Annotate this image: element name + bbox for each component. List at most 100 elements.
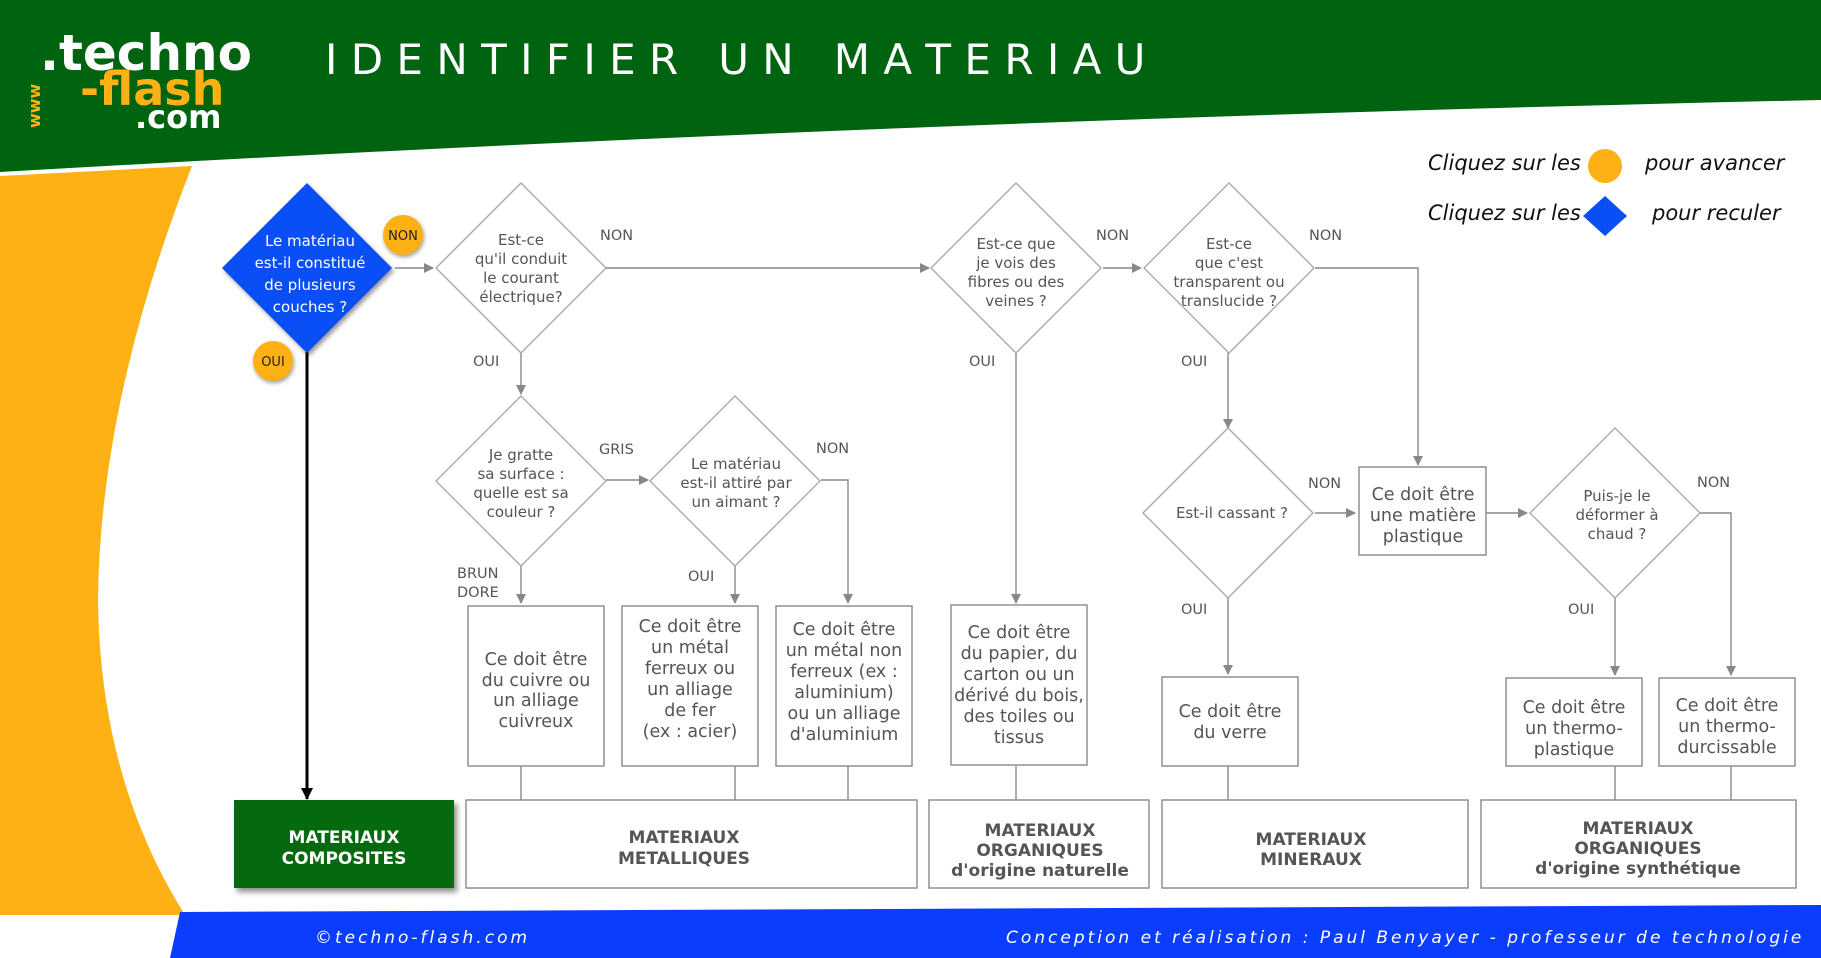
q-conduit-line-4: électrique? [479,288,562,306]
cat-composites-line-1: MATERIAUX [289,828,400,848]
res-papier-line-3: carton ou un [963,665,1074,685]
res-ferreux-line-2: un métal [651,638,729,658]
cat-orgsyn-line-1: MATERIAUX [1583,819,1694,839]
res-papier-line-6: tissus [994,728,1044,748]
q-gratte-line-1: Je gratte [488,446,553,464]
label-non-aimant: NON [816,441,849,457]
q-transparent-line-1: Est-ce [1206,235,1252,253]
res-cuivre-line-4: cuivreux [499,712,574,732]
start-line-1: Le matériau [265,232,355,250]
label-oui-transparent: OUI [1181,354,1207,370]
legend-forward-prefix: Cliquez sur les [1428,151,1581,175]
label-non-deformer: NON [1697,475,1730,491]
q-gratte-line-3: quelle est sa [473,484,568,502]
legend-back-prefix: Cliquez sur les [1428,201,1581,225]
footer-credit: Conception et réalisation : Paul Benyaye… [1006,928,1804,948]
q-transparent-line-4: translucide ? [1181,292,1277,310]
q-transparent-line-3: transparent ou [1173,273,1284,291]
label-gris: GRIS [599,442,634,458]
question-aimant: Le matériau est-il attiré par un aimant … [649,395,821,567]
cat-orgnat-line-3: d'origine naturelle [951,861,1129,881]
label-oui-deformer: OUI [1568,602,1594,618]
label-oui-aimant: OUI [688,569,714,585]
question-gratte: Je gratte sa surface : quelle est sa cou… [435,395,607,567]
orange-side-band [0,166,192,915]
forward-circle-icon [1588,149,1622,183]
cat-orgnat-line-2: ORGANIQUES [976,841,1103,861]
start-line-4: couches ? [273,298,347,316]
label-dore: DORE [457,585,499,601]
q-deformer-line-2: déformer à [1575,506,1658,524]
logo-flash: -flash [80,62,224,116]
non-button[interactable]: NON [383,215,423,255]
start-question-diamond[interactable]: Le matériau est-il constitué de plusieur… [222,183,392,353]
res-papier-line-5: des toiles ou [963,707,1074,727]
cat-metalliques-line-2: METALLIQUES [618,849,750,869]
res-ferreux-line-4: un alliage [647,680,733,700]
res-thermoplastique-line-1: Ce doit être [1523,698,1626,718]
cat-metalliques-line-1: MATERIAUX [629,828,740,848]
oui-button[interactable]: OUI [253,341,293,381]
logo-techno: .techno [40,24,252,82]
res-cuivre-line-1: Ce doit être [485,650,588,670]
logo-com: .com [135,98,221,136]
q-transparent-line-2: que c'est [1195,254,1263,272]
res-thermoplastique-line-2: un thermo- [1525,719,1623,739]
res-plastique-line-2: une matière [1370,506,1476,526]
res-papier-line-2: du papier, du [961,644,1078,664]
res-cuivre-line-3: un alliage [493,691,579,711]
label-brun: BRUN [457,566,498,582]
q-fibres-line-4: veines ? [985,292,1047,310]
result-thermodurcissable: Ce doit être un thermo- durcissable [1658,677,1796,767]
res-verre-line-1: Ce doit être [1179,702,1282,722]
res-thermodurcissable-line-3: durcissable [1677,738,1776,758]
legend-forward-suffix: pour avancer [1644,151,1786,175]
q-fibres-line-3: fibres ou des [968,273,1065,291]
q-gratte-line-2: sa surface : [477,465,564,483]
logo: .techno -flash .com www [25,24,252,136]
header-band [0,0,1821,172]
q-gratte-line-4: couleur ? [487,503,556,521]
res-nonferreux-line-2: un métal non [786,641,902,661]
result-ferreux: Ce doit être un métal ferreux ou un alli… [621,605,759,767]
label-non-conduit: NON [600,228,633,244]
res-verre-line-2: du verre [1193,723,1266,743]
label-non-cassant: NON [1308,476,1341,492]
category-mineraux: MATERIAUX MINERAUX [1161,799,1469,889]
res-cuivre-line-2: du cuivre ou [482,671,591,691]
question-conduit: Est-ce qu'il conduit le courant électriq… [435,182,607,354]
res-plastique-line-1: Ce doit être [1372,485,1475,505]
q-conduit-line-3: le courant [483,269,559,287]
q-conduit-line-1: Est-ce [498,231,544,249]
q-cassant-line-1: Est-il cassant ? [1176,504,1288,522]
q-fibres-line-2: je vois des [975,254,1056,272]
question-fibres: Est-ce que je vois des fibres ou des vei… [930,182,1102,354]
res-thermodurcissable-line-2: un thermo- [1678,717,1776,737]
question-deformer: Puis-je le déformer à chaud ? [1529,427,1701,599]
label-non-fibres: NON [1096,228,1129,244]
q-deformer-line-1: Puis-je le [1583,487,1650,505]
footer-band [170,905,1821,958]
label-oui-conduit: OUI [473,354,499,370]
res-nonferreux-line-4: aluminium) [794,683,894,703]
res-nonferreux-line-3: ferreux (ex : [790,662,898,682]
q-aimant-line-1: Le matériau [691,455,781,473]
branch-labels: NON NON NON OUI OUI OUI GRIS NON BRUN DO… [457,228,1730,618]
label-non-transparent: NON [1309,228,1342,244]
cat-mineraux-line-1: MATERIAUX [1256,830,1367,850]
logo-www: www [25,83,44,128]
result-verre: Ce doit être du verre [1161,676,1299,767]
category-organiques-naturelle: MATERIAUX ORGANIQUES d'origine naturelle [928,799,1150,889]
cat-orgsyn-line-2: ORGANIQUES [1574,839,1701,859]
footer-copyright: ©techno-flash.com [315,928,530,948]
result-non-ferreux: Ce doit être un métal non ferreux (ex : … [775,605,913,767]
res-nonferreux-line-5: ou un alliage [787,704,900,724]
legend: Cliquez sur les pour avancer Cliquez sur… [1428,149,1786,236]
res-plastique-line-3: plastique [1383,527,1464,547]
result-thermoplastique: Ce doit être un thermo- plastique [1505,677,1643,767]
cat-orgnat-line-1: MATERIAUX [985,821,1096,841]
res-papier-line-4: dérivé du bois, [954,686,1084,706]
q-deformer-line-3: chaud ? [1588,525,1647,543]
label-oui-cassant: OUI [1181,602,1207,618]
